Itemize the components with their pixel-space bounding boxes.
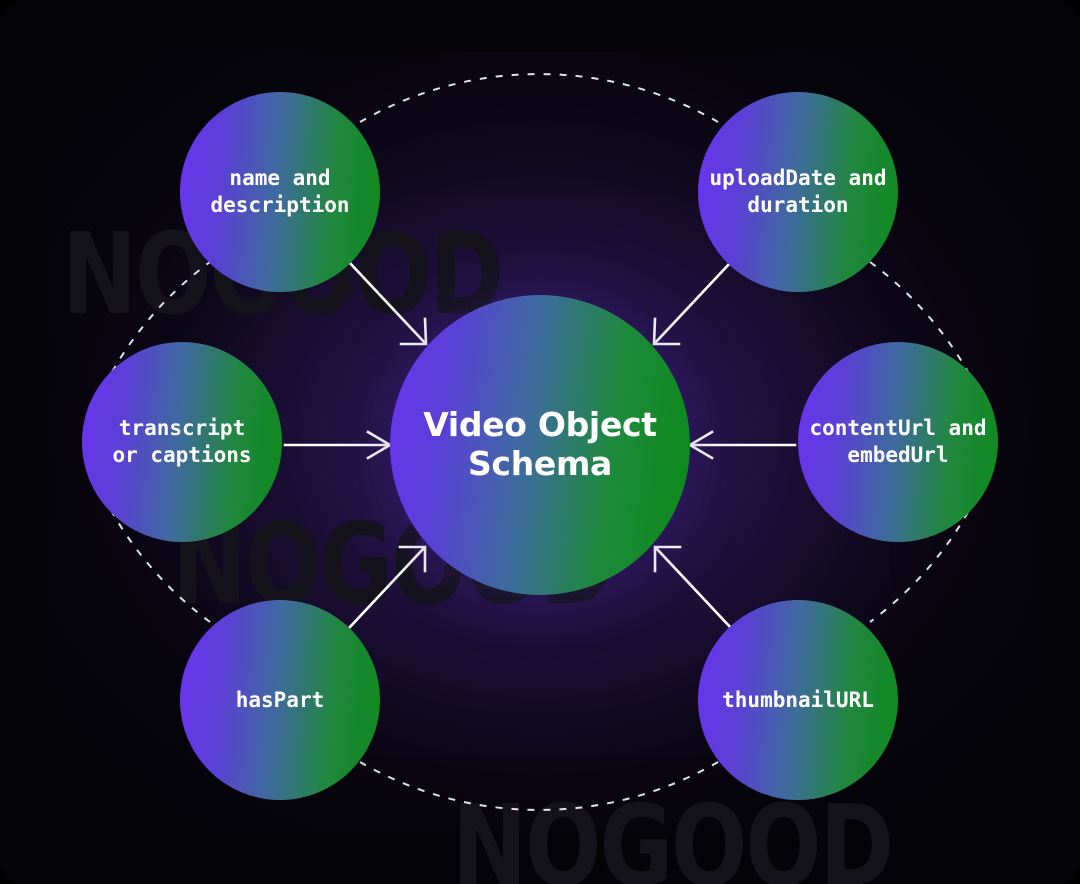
arrow-content-embed-to-center [687, 430, 797, 460]
node-label: uploadDate and duration [709, 166, 887, 217]
node-label: contentUrl and embedUrl [809, 416, 987, 467]
node-label: hasPart [235, 687, 325, 712]
node-haspart[interactable]: hasPart [180, 600, 380, 800]
node-label: thumbnailURL [722, 687, 874, 712]
node-label: name and description [210, 166, 350, 217]
arrow-haspart-to-center [347, 545, 427, 630]
arrow-transcript-to-center [283, 430, 393, 460]
node-thumbnailurl[interactable]: thumbnailURL [698, 600, 898, 800]
node-contenturl-and-embedurl[interactable]: contentUrl and embedUrl [798, 342, 998, 542]
node-name-and-description[interactable]: name and description [180, 92, 380, 292]
arrow-name-description-to-center [347, 260, 428, 346]
arrow-thumbnail-to-center [653, 545, 733, 630]
node-video-object-schema[interactable]: Video Object Schema [390, 295, 690, 595]
center-node-label: Video Object Schema [423, 405, 657, 483]
node-label: transcript or captions [112, 416, 252, 467]
node-uploaddate-and-duration[interactable]: uploadDate and duration [698, 92, 898, 292]
node-transcript-or-captions[interactable]: transcript or captions [82, 342, 282, 542]
arrow-upload-duration-to-center [652, 260, 733, 346]
